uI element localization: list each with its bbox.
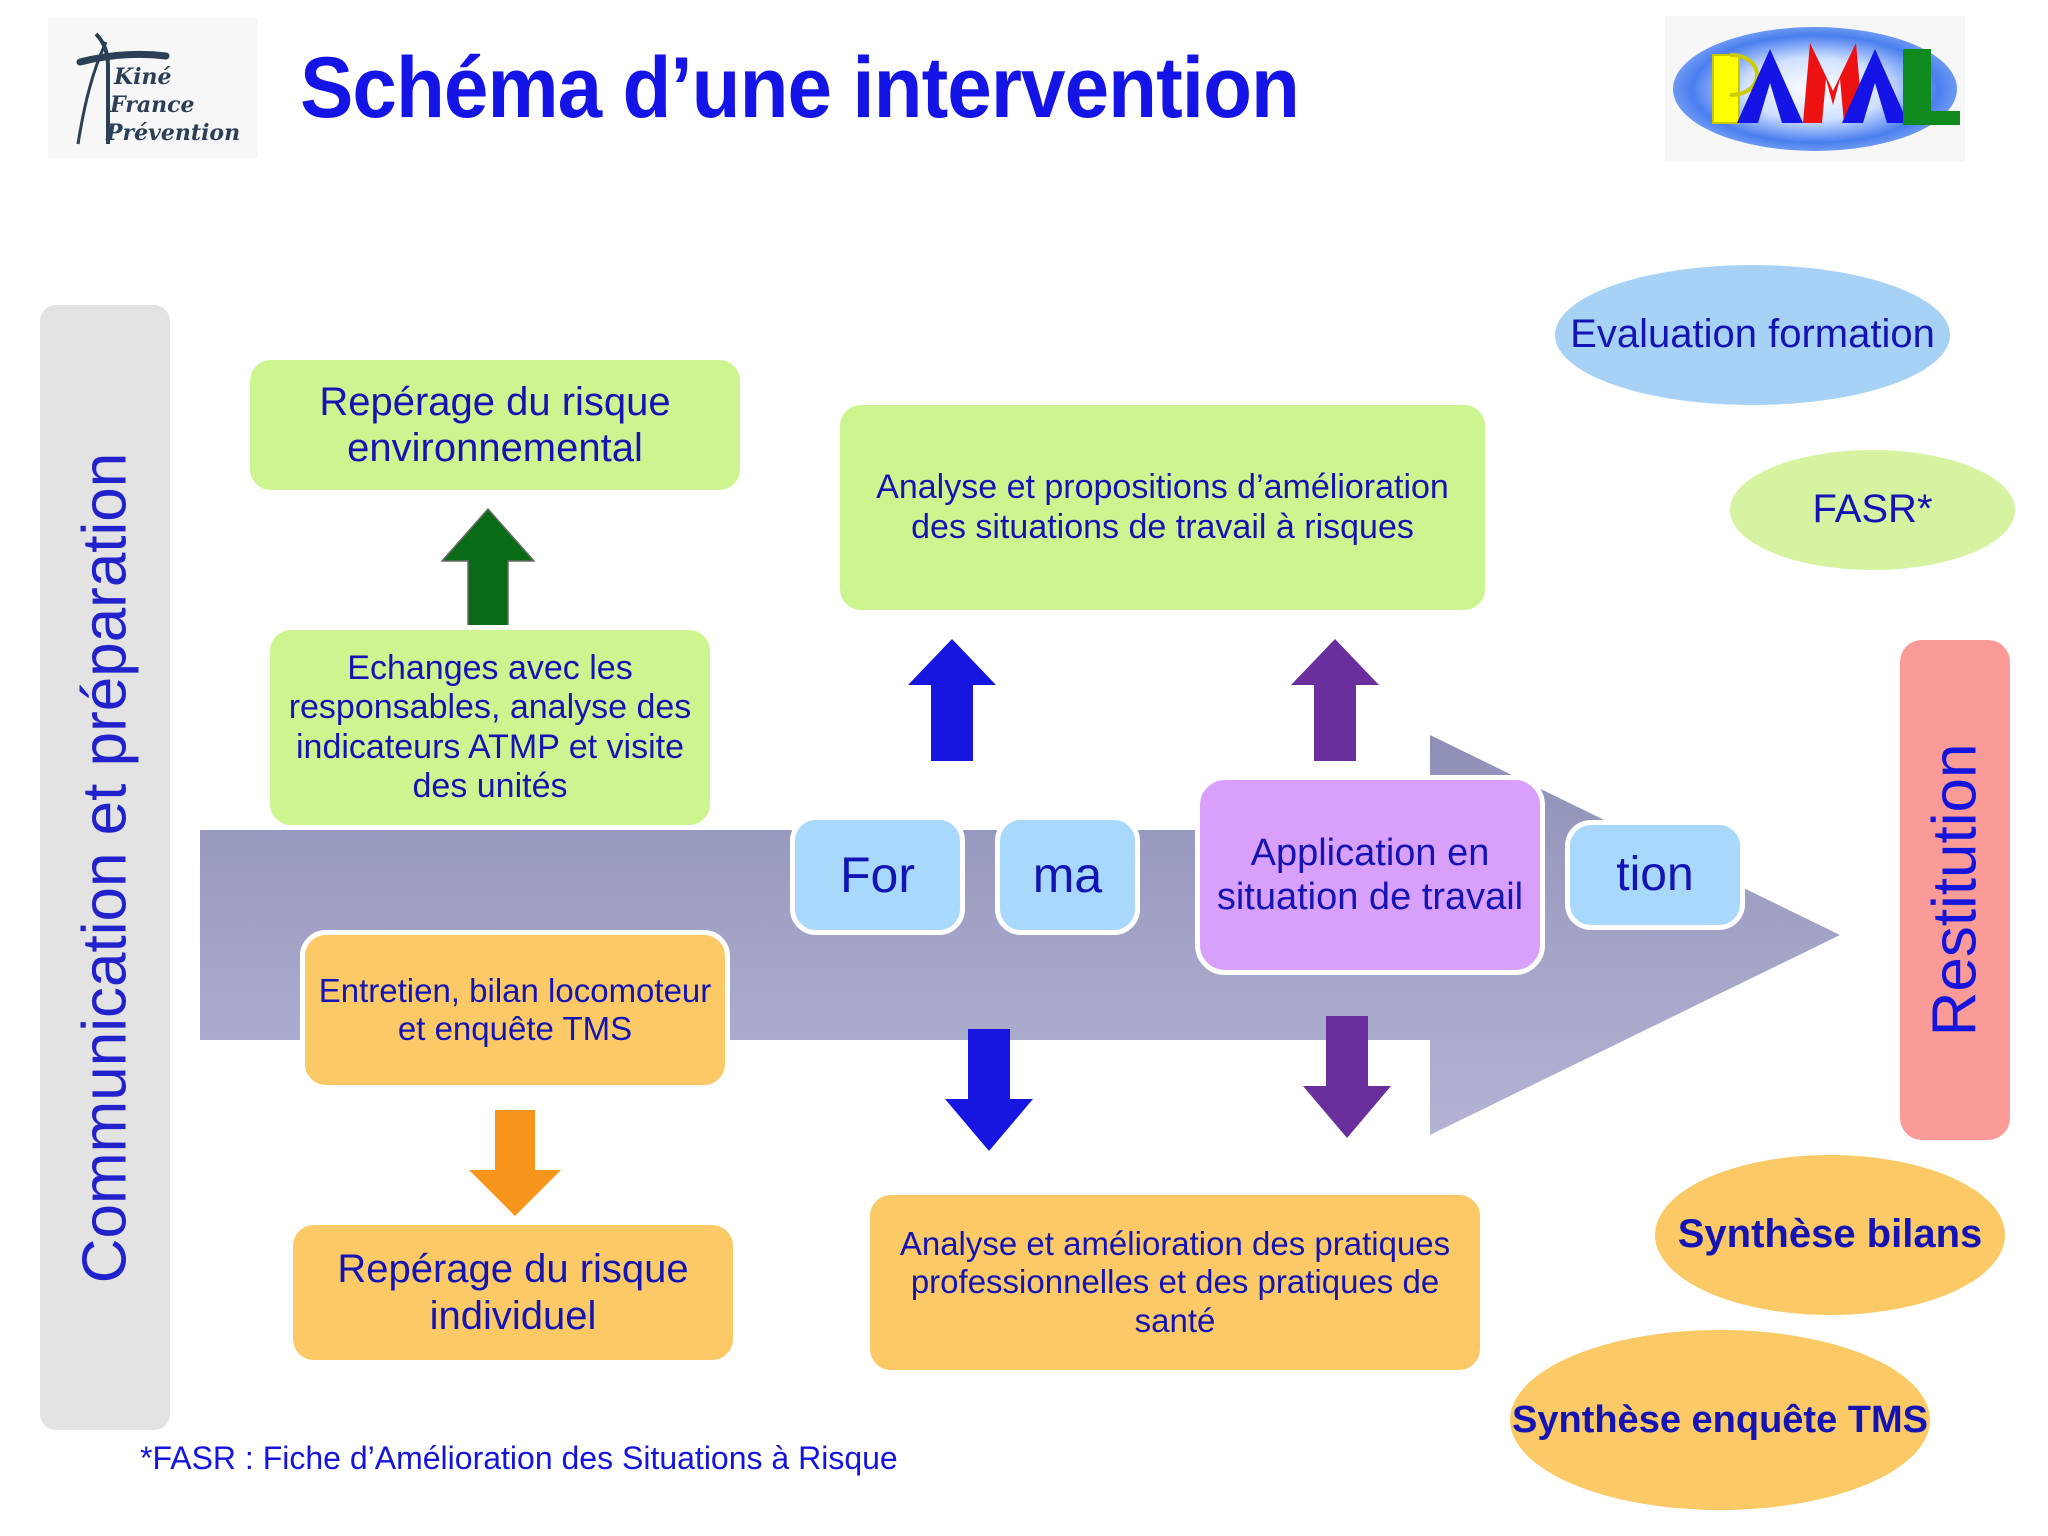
node-reperage-risque-environnemental[interactable]: Repérage du risque environnemental xyxy=(245,355,745,495)
node-application-situation-travail[interactable]: Application en situation de travail xyxy=(1195,775,1545,975)
ellipse-evaluation-formation[interactable]: Evaluation formation xyxy=(1555,265,1950,405)
node-formation-part-ma[interactable]: ma xyxy=(995,815,1140,935)
blue-down-arrow xyxy=(945,1029,1033,1151)
kine-france-prevention-logo: Kiné France Prévention xyxy=(48,18,258,158)
node-analyse-pratiques[interactable]: Analyse et amélioration des pratiques pr… xyxy=(865,1190,1485,1375)
restitution-label: Restitution xyxy=(1920,743,1990,1037)
kfp-logo-mark: Kiné France Prévention xyxy=(76,32,240,146)
purple-up-arrow xyxy=(1291,639,1379,761)
ellipse-fasr[interactable]: FASR* xyxy=(1730,450,2015,570)
pamal-logo xyxy=(1665,16,1965,162)
node-entretien-bilan-locomoteur[interactable]: Entretien, bilan locomoteur et enquête T… xyxy=(300,930,730,1090)
node-echanges-responsables[interactable]: Echanges avec les responsables, analyse … xyxy=(265,625,715,830)
svg-text:France: France xyxy=(109,92,194,118)
orange-down-arrow xyxy=(469,1110,561,1216)
page-title: Schéma d’une intervention xyxy=(300,39,1300,136)
communication-preparation-band: Communication et préparation xyxy=(40,305,170,1430)
purple-down-arrow xyxy=(1303,1016,1391,1138)
blue-up-arrow xyxy=(908,639,996,761)
green-up-arrow xyxy=(440,507,536,638)
restitution-band: Restitution xyxy=(1900,640,2010,1140)
node-formation-part-for[interactable]: For xyxy=(790,815,965,935)
node-reperage-risque-individuel[interactable]: Repérage du risque individuel xyxy=(288,1220,738,1365)
svg-text:Kiné: Kiné xyxy=(113,64,171,90)
node-analyse-propositions[interactable]: Analyse et propositions d’amélioration d… xyxy=(835,400,1490,615)
pamal-logo-mark xyxy=(1673,27,1960,151)
node-formation-part-tion[interactable]: tion xyxy=(1565,820,1745,930)
ellipse-synthese-enquete-tms[interactable]: Synthèse enquête TMS xyxy=(1510,1330,1930,1510)
communication-preparation-label: Communication et préparation xyxy=(70,452,140,1283)
ellipse-synthese-bilans[interactable]: Synthèse bilans xyxy=(1655,1155,2005,1315)
svg-text:Prévention: Prévention xyxy=(105,120,240,146)
footnote-fasr-definition: *FASR : Fiche d’Amélioration des Situati… xyxy=(140,1440,898,1476)
